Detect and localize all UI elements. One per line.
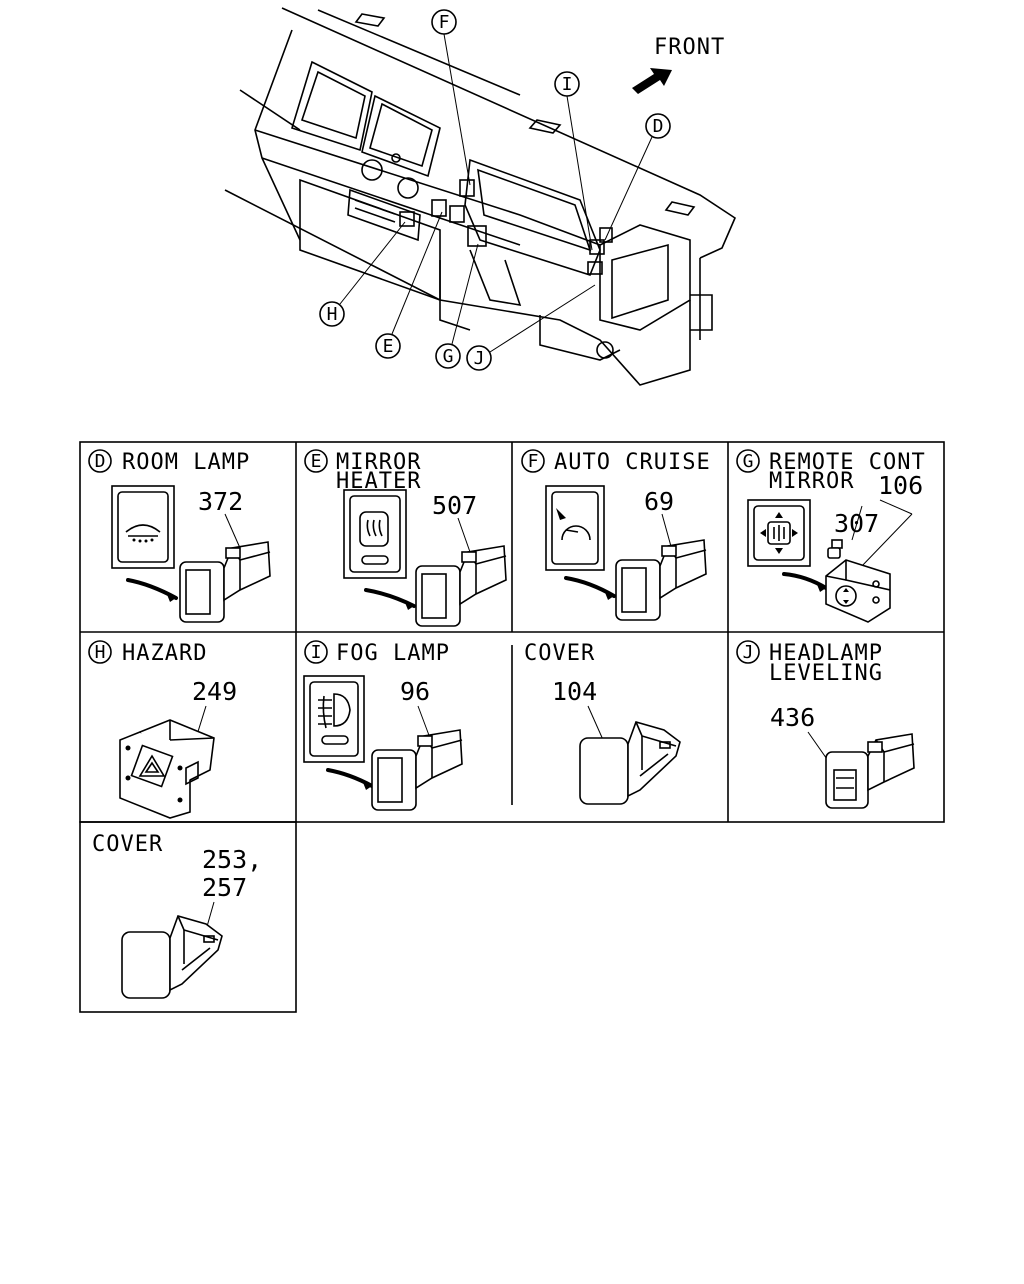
fog-lamp-icon — [303, 675, 365, 763]
hazard-switch — [119, 719, 215, 819]
svg-text:H: H — [327, 304, 338, 325]
speedometer-icon — [545, 485, 605, 571]
front-label: FRONT — [654, 35, 725, 60]
panel-letter: I — [311, 642, 322, 663]
front-direction-indicator: FRONT — [632, 35, 725, 94]
callout-E: E — [375, 211, 443, 359]
panel-title: ROOM LAMP — [122, 450, 250, 475]
switch-body — [371, 729, 463, 811]
panel-title-line1: REMOTE CONT — [769, 450, 926, 475]
panel-grid — [79, 441, 945, 1013]
panel-title-line2: LEVELING — [769, 661, 883, 686]
part-number: 436 — [770, 703, 815, 732]
panel-room-lamp: D ROOM LAMP 372 — [88, 449, 271, 623]
part-number: 249 — [192, 677, 237, 706]
panel-title: FOG LAMP — [336, 641, 450, 666]
panel-title-line1: MIRROR — [336, 450, 421, 475]
svg-text:F: F — [439, 12, 450, 33]
switch-body — [615, 539, 707, 621]
svg-text:J: J — [474, 348, 485, 369]
part-number: 69 — [644, 487, 674, 516]
panel-title: HAZARD — [122, 641, 207, 666]
panel-title-line2: MIRROR — [769, 469, 854, 494]
room-lamp-icon — [111, 485, 175, 569]
callout-J: J — [466, 284, 596, 371]
panel-headlamp-leveling: J HEADLAMP LEVELING 436 — [736, 640, 915, 809]
panel-title: COVER — [92, 832, 163, 857]
panel-remote-mirror: G REMOTE CONT MIRROR 106 307 — [736, 449, 926, 623]
callout-H: H — [319, 221, 406, 327]
panel-letter: G — [743, 451, 754, 472]
cover-blank — [579, 721, 681, 805]
panel-mirror-heater: E MIRROR HEATER 507 — [304, 449, 507, 627]
svg-text:E: E — [383, 336, 394, 357]
callout-F: F — [431, 9, 471, 186]
part-number-line2: 257 — [202, 873, 247, 902]
panel-auto-cruise: F AUTO CRUISE 69 — [521, 449, 711, 621]
leveling-switch — [825, 733, 915, 809]
part-number-line1: 253, — [202, 845, 262, 874]
panel-letter: J — [743, 642, 754, 663]
panel-cover-a: COVER 104 — [524, 641, 681, 805]
mirror-heater-icon — [343, 489, 407, 579]
switch-body — [415, 545, 507, 627]
hazard-triangle-icon — [130, 744, 174, 788]
panel-letter: E — [311, 451, 322, 472]
panel-fog-lamp: I FOG LAMP 96 — [303, 640, 463, 811]
panel-letter: H — [95, 642, 106, 663]
part-number: 104 — [552, 677, 597, 706]
part-number: 96 — [400, 677, 430, 706]
panel-letter: F — [528, 451, 539, 472]
panel-title: COVER — [524, 641, 595, 666]
callout-I: I — [554, 71, 593, 251]
front-arrow-icon — [632, 68, 672, 94]
panel-title-line1: HEADLAMP — [769, 641, 883, 666]
svg-text:D: D — [653, 116, 664, 137]
screw-icon — [827, 539, 843, 559]
mirror-control-icon — [747, 499, 811, 567]
panel-letter: D — [95, 451, 106, 472]
switch-body — [825, 559, 891, 623]
dashboard-illustration — [224, 7, 737, 386]
switch-body — [179, 541, 271, 623]
panel-hazard: H HAZARD 249 — [88, 640, 237, 819]
part-number: 507 — [432, 491, 477, 520]
callout-D: D — [604, 113, 671, 241]
callout-G: G — [435, 243, 479, 369]
svg-text:I: I — [562, 74, 573, 95]
panel-title: AUTO CRUISE — [554, 450, 711, 475]
panel-cover-b: COVER 253, 257 — [92, 832, 262, 999]
part-number: 372 — [198, 487, 243, 516]
part-number-a: 106 — [878, 471, 923, 500]
cover-blank — [121, 915, 223, 999]
svg-text:G: G — [443, 346, 454, 367]
